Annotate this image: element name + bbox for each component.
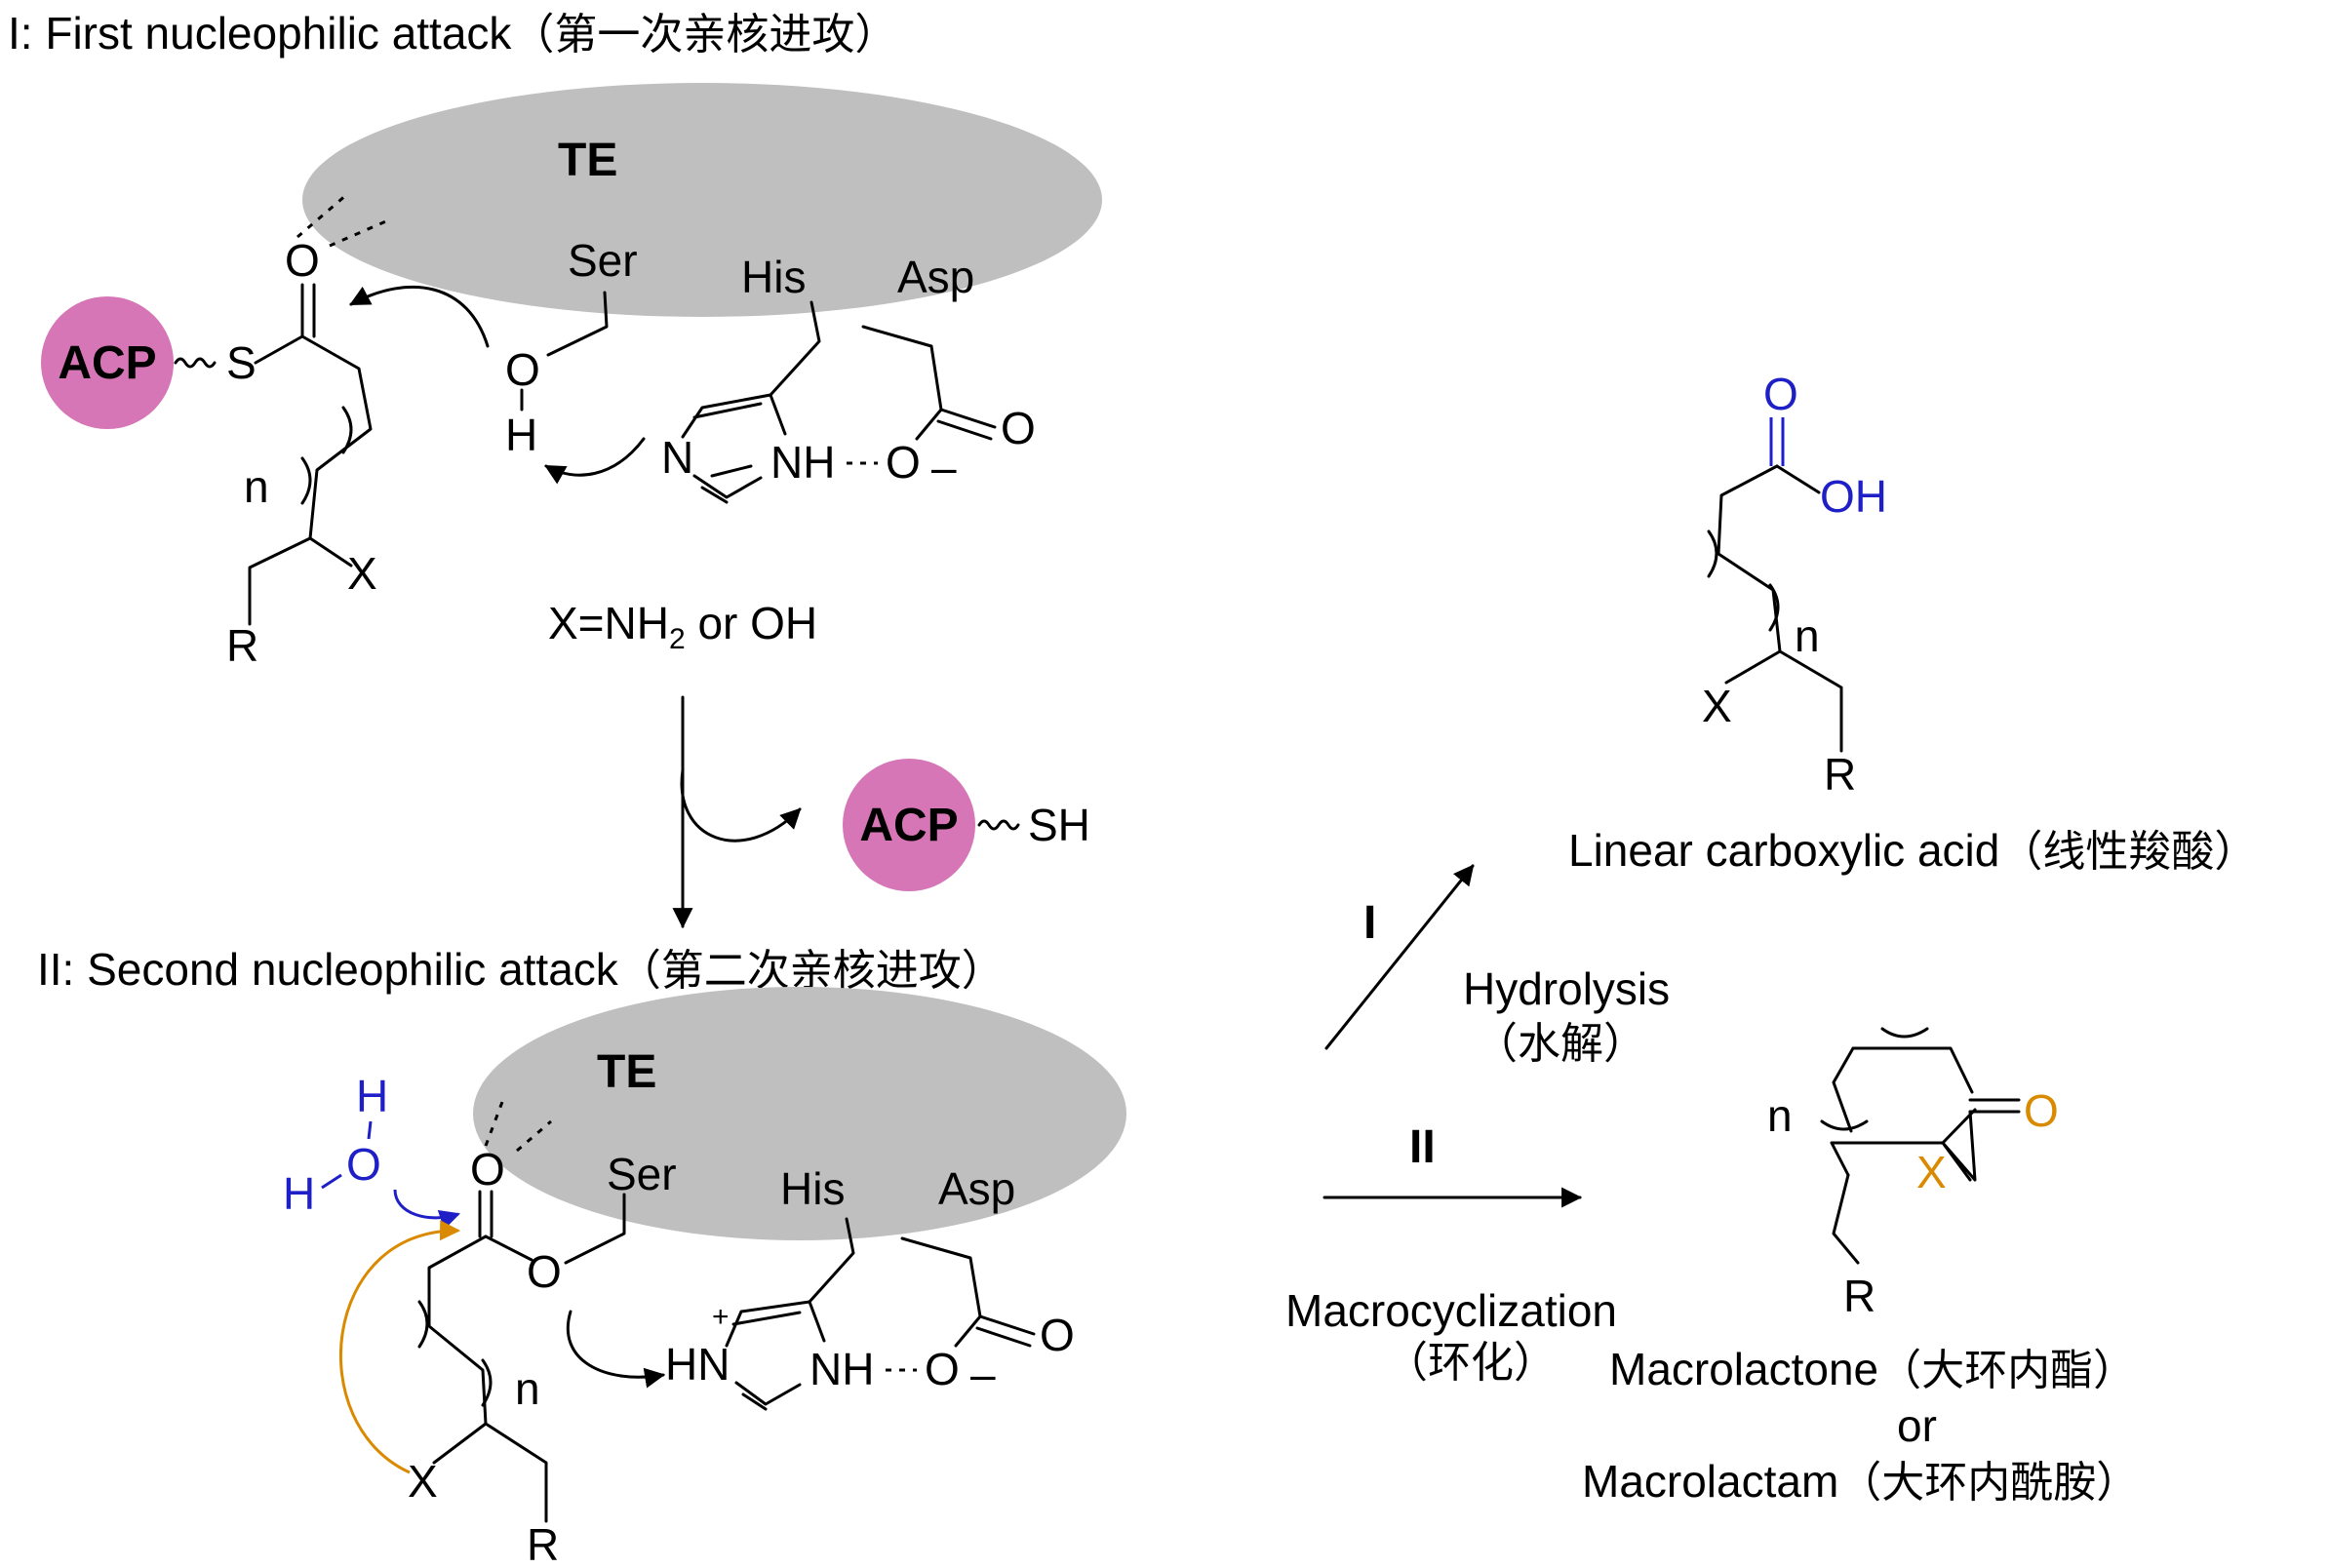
hydrolysis-arrow <box>1324 864 1475 1050</box>
minus-1: – <box>931 442 957 492</box>
atom-x-1: X <box>347 548 377 599</box>
macro-r: R <box>1843 1271 1875 1321</box>
released-acp: ACP SH <box>843 759 1090 891</box>
water-attack-arrow <box>393 1189 460 1230</box>
attack-arrow-1 <box>349 285 490 348</box>
acp-label-1: ACP <box>58 337 156 389</box>
acp-sh: SH <box>1028 800 1090 850</box>
te-label-1: TE <box>558 135 617 186</box>
svg-text:X=NH2 or OH: X=NH2 or OH <box>548 598 817 655</box>
ser-o-1: O <box>505 344 540 395</box>
macro-o: O <box>2024 1085 2059 1136</box>
asp-o-1: O <box>1001 403 1036 453</box>
condition-subscript: 2 <box>669 623 686 655</box>
chain-2 <box>427 1235 548 1523</box>
route-i-label: I <box>1363 897 1376 949</box>
pathway-arrows: I Hydrolysis （水解） II Macrocyclization （环… <box>1285 864 1670 1388</box>
macrolactam-label-cn: （大环内酰胺） <box>1838 1458 2139 1508</box>
his-plus-2: + <box>712 1301 730 1333</box>
ester-o-2: O <box>527 1246 562 1297</box>
section2-title: II: Second nucleophilic attack <box>37 944 619 995</box>
water-h-top: H <box>356 1071 388 1121</box>
minus-2: – <box>970 1349 996 1399</box>
section1-title: I: First nucleophilic attack <box>8 8 512 59</box>
te-label-2: TE <box>597 1046 656 1098</box>
asp-o-2: O <box>1040 1310 1075 1360</box>
his-nh-1: NH <box>770 437 835 488</box>
route-ii-label: II <box>1409 1121 1436 1173</box>
ser-h-1: H <box>505 410 537 460</box>
macro-x: X <box>1916 1147 1947 1197</box>
macro-n: n <box>1767 1090 1793 1141</box>
atom-x-2: X <box>408 1456 438 1507</box>
asp-label-1: Asp <box>897 252 974 302</box>
svg-text:II: Second nucleophilic attack: II: Second nucleophilic attack（第二次亲核进攻） <box>37 944 1005 996</box>
macrocyclization-label: Macrocyclization <box>1285 1285 1617 1336</box>
transition-arrow <box>672 695 802 929</box>
acid-oh: OH <box>1820 471 1887 522</box>
asp-o-minus-1: O <box>886 437 921 488</box>
his-hn-2: HN <box>665 1339 730 1390</box>
proton-arrow-2 <box>566 1310 666 1389</box>
svg-text:Macrolactam（大环内酰胺）: Macrolactam（大环内酰胺） <box>1582 1456 2139 1508</box>
carbonyl-o-2: O <box>470 1144 505 1195</box>
acp-circle-2 <box>843 759 975 891</box>
te-enzyme-1 <box>302 83 1102 317</box>
macrolactone-label-cn: （大环内酯） <box>1878 1346 2136 1395</box>
ser-label-1: Ser <box>568 235 638 286</box>
atom-r-1: R <box>226 620 258 671</box>
atom-s: S <box>226 337 257 388</box>
ser-label-2: Ser <box>607 1149 677 1199</box>
product-macrocycle: n X O R Macrolactone（大环内酯） or Macrolacta… <box>1582 1027 2139 1508</box>
his-label-1: His <box>741 252 806 302</box>
section-first-attack: I: First nucleophilic attack（第一次亲核进攻） TE… <box>8 8 1102 671</box>
linear-label-cn: （线性羧酸） <box>1999 827 2257 877</box>
linear-r: R <box>1824 749 1856 800</box>
macrolactone-label: Macrolactone <box>1609 1344 1878 1394</box>
water-o: O <box>346 1139 381 1190</box>
linear-x: X <box>1702 681 1732 731</box>
svg-text:I: First nucleophilic attack（第: I: First nucleophilic attack（第一次亲核进攻） <box>8 8 897 59</box>
linear-label: Linear carboxylic acid <box>1568 825 1999 876</box>
macro-ring <box>1830 1108 1977 1182</box>
hydrolysis-label-cn: （水解） <box>1475 1019 1646 1069</box>
chain-n-2: n <box>515 1363 540 1414</box>
macrocyclization-label-cn: （环化） <box>1385 1338 1557 1388</box>
linear-n: n <box>1795 610 1820 661</box>
section1-title-cn: （第一次亲核进攻） <box>511 10 897 59</box>
or-label: or <box>1897 1400 1937 1451</box>
his-nh-2: NH <box>809 1344 874 1394</box>
svg-text:Macrolactone（大环内酯）: Macrolactone（大环内酯） <box>1609 1344 2136 1395</box>
hydrolysis-label: Hydrolysis <box>1463 963 1670 1014</box>
deprotonation-arrow-1 <box>544 437 646 485</box>
section-second-attack: II: Second nucleophilic attack（第二次亲核进攻） … <box>37 944 1126 1568</box>
linear-chain <box>1717 464 1843 753</box>
product-linear-acid: O OH n X R Linear carboxylic acid（线性羧酸） <box>1568 369 2257 877</box>
macrolactam-label: Macrolactam <box>1582 1456 1838 1507</box>
amine-attack-arrow <box>339 1220 461 1474</box>
acp-label-2: ACP <box>859 800 958 851</box>
svg-text:Linear carboxylic acid（线性羧酸）: Linear carboxylic acid（线性羧酸） <box>1568 825 2257 877</box>
condition-text: X=NH <box>548 598 669 648</box>
acp-circle-1 <box>41 296 174 429</box>
atom-r-2: R <box>527 1519 559 1568</box>
te-enzyme-2 <box>473 987 1126 1240</box>
water-h-left: H <box>283 1168 315 1219</box>
asp-label-2: Asp <box>938 1163 1015 1214</box>
imidazole-ring-1 <box>681 393 787 478</box>
carbonyl-o-1: O <box>285 235 320 286</box>
wavy-bond-1 <box>174 357 217 369</box>
his-label-2: His <box>780 1163 845 1214</box>
chain-n-1: n <box>244 461 269 512</box>
condition-tail: or OH <box>686 598 817 648</box>
acid-o: O <box>1763 369 1798 419</box>
his-n-1: N <box>661 432 693 483</box>
asp-o-minus-2: O <box>925 1344 960 1394</box>
